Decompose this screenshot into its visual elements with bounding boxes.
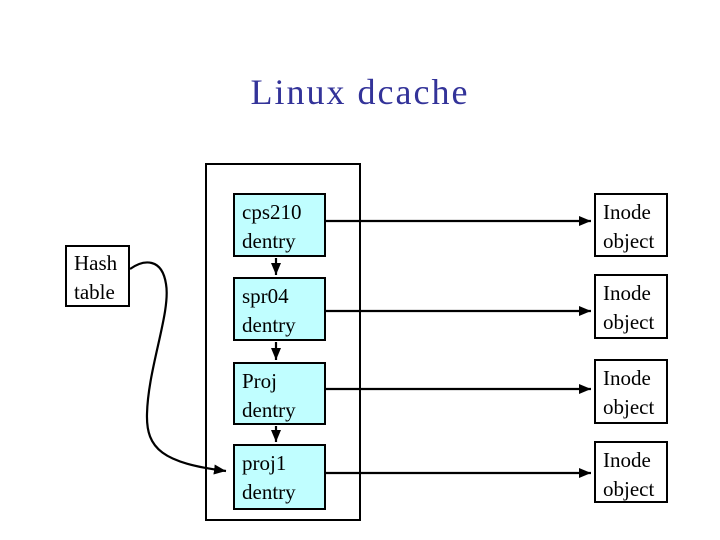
dentry-label-line1: proj1 [242,451,287,475]
inode-object-box-1: Inode object [594,193,668,257]
dentry-box-spr04: spr04 dentry [233,277,326,341]
dentry-label-line1: spr04 [242,284,289,308]
inode-label-line1: Inode [603,448,651,472]
slide-title: Linux dcache [250,72,470,112]
inode-label-line2: object [603,477,655,501]
inode-label-line2: object [603,310,655,334]
dentry-label-line1: Proj [242,369,278,393]
dentry-box-cps210: cps210 dentry [233,193,326,257]
inode-object-box-2: Inode object [594,274,668,339]
hash-table-label-line1: Hash [74,251,118,275]
inode-label-line1: Inode [603,366,651,390]
inode-object-box-4: Inode object [594,441,668,503]
inode-label-line2: object [603,229,655,253]
dentry-label-line2: dentry [242,398,296,422]
hash-table-box: Hash table [65,245,130,307]
dentry-label-line2: dentry [242,480,296,504]
dentry-box-proj: Proj dentry [233,362,326,425]
inode-label-line1: Inode [603,200,651,224]
dentry-box-proj1: proj1 dentry [233,444,326,510]
inode-label-line2: object [603,395,655,419]
hash-table-label-line2: table [74,280,115,304]
dentry-label-line2: dentry [242,229,296,253]
dentry-label-line2: dentry [242,313,296,337]
inode-label-line1: Inode [603,281,651,305]
inode-object-box-3: Inode object [594,359,668,424]
dentry-label-line1: cps210 [242,200,302,224]
